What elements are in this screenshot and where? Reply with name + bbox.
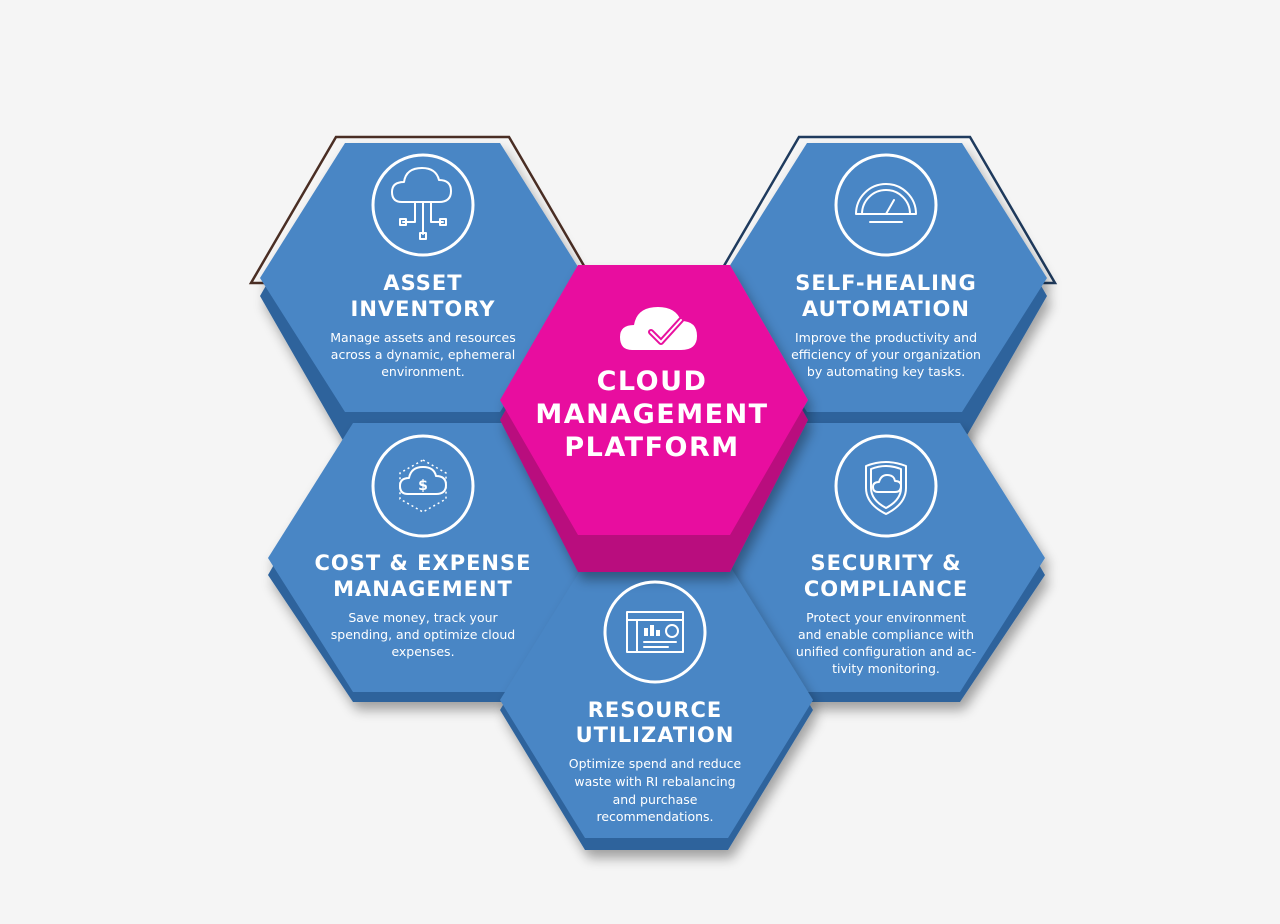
asset-inventory-desc-line-3: environment. bbox=[381, 364, 465, 379]
security-desc-line-3: unified configuration and ac- bbox=[796, 644, 976, 659]
self-healing-desc-line-3: by automating key tasks. bbox=[807, 364, 965, 379]
asset-inventory-title-line-1: ASSET bbox=[383, 271, 462, 295]
resource-desc-line-4: recommendations. bbox=[596, 809, 713, 824]
self-healing-automation-tile[interactable] bbox=[722, 143, 1047, 444]
cost-expense-desc-line-3: expenses. bbox=[391, 644, 454, 659]
asset-inventory-tile[interactable] bbox=[260, 143, 585, 444]
center-title-line-1: CLOUD bbox=[597, 366, 708, 397]
cost-expense-desc-line-1: Save money, track your bbox=[348, 610, 498, 625]
resource-desc-line-2: waste with RI rebalancing bbox=[574, 774, 735, 789]
resource-title-line-1: RESOURCE bbox=[588, 698, 722, 722]
security-desc-line-1: Protect your environment bbox=[806, 610, 966, 625]
self-healing-title-line-1: SELF-HEALING bbox=[795, 271, 976, 295]
speedometer-icon bbox=[834, 153, 938, 257]
resource-desc-line-3: and purchase bbox=[613, 792, 698, 807]
security-title-line-2: COMPLIANCE bbox=[804, 577, 968, 601]
center-title-line-2: MANAGEMENT bbox=[535, 399, 768, 430]
security-compliance-tile[interactable] bbox=[720, 423, 1045, 702]
center-title-line-3: PLATFORM bbox=[564, 432, 739, 463]
cloud-check-icon bbox=[620, 307, 697, 350]
cloud-management-platform-tile[interactable] bbox=[500, 265, 808, 572]
shield-cloud-icon bbox=[834, 434, 938, 538]
self-healing-title-line-2: AUTOMATION bbox=[802, 297, 970, 321]
resource-utilization-tile[interactable] bbox=[500, 563, 813, 850]
cost-expense-title-line-1: COST & EXPENSE bbox=[315, 551, 532, 575]
asset-inventory-desc-line-1: Manage assets and resources bbox=[330, 330, 515, 345]
resource-desc-line-1: Optimize spend and reduce bbox=[569, 756, 742, 771]
self-healing-desc-line-2: efficiency of your organization bbox=[791, 347, 981, 362]
security-title-line-1: SECURITY & bbox=[810, 551, 961, 575]
cloud-dollar-icon: $ bbox=[371, 434, 475, 538]
cloud-network-icon bbox=[371, 153, 475, 257]
security-desc-line-2: and enable compliance with bbox=[798, 627, 974, 642]
asset-inventory-desc-line-2: across a dynamic, ephemeral bbox=[331, 347, 515, 362]
resource-title-line-2: UTILIZATION bbox=[576, 723, 735, 747]
dashboard-window-icon bbox=[603, 580, 707, 684]
cost-expense-management-tile[interactable] bbox=[268, 423, 593, 702]
svg-text:$: $ bbox=[418, 478, 428, 494]
cost-expense-title-line-2: MANAGEMENT bbox=[333, 577, 513, 601]
asset-inventory-title-line-2: INVENTORY bbox=[351, 297, 496, 321]
cost-expense-desc-line-2: spending, and optimize cloud bbox=[331, 627, 515, 642]
security-desc-line-4: tivity monitoring. bbox=[832, 661, 940, 676]
self-healing-desc-line-1: Improve the productivity and bbox=[795, 330, 977, 345]
